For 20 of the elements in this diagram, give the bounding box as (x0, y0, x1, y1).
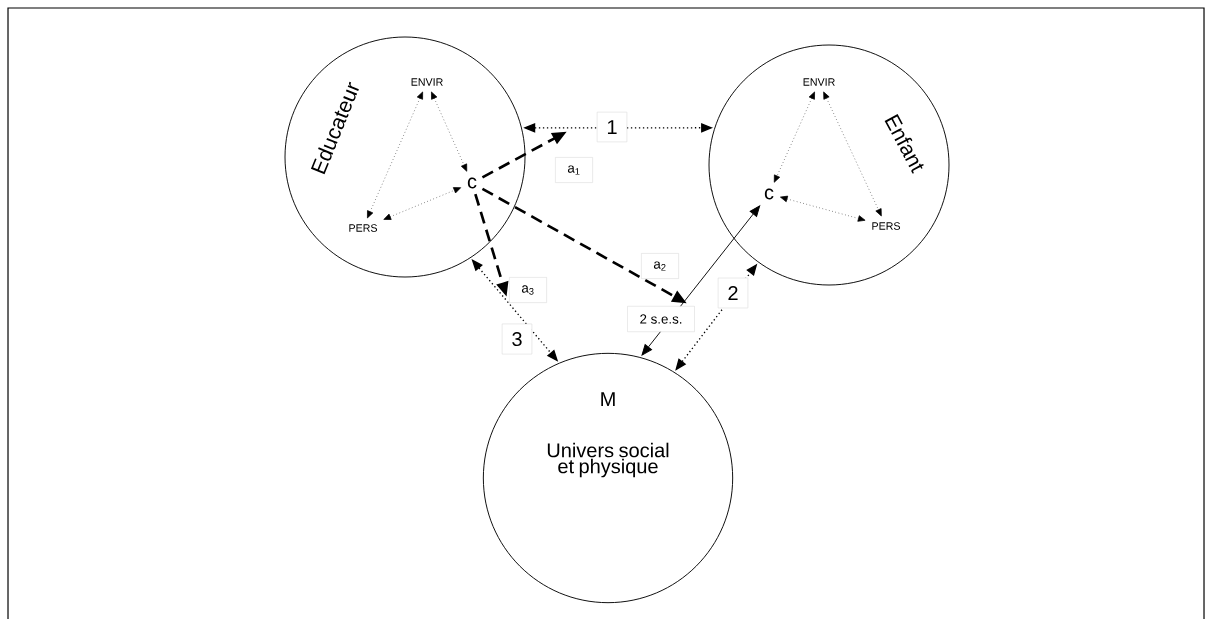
arrow (780, 195, 866, 222)
edge-label: a$_{2}$ (641, 253, 679, 279)
edge-label: 3 (501, 323, 533, 355)
node-label: PERS (872, 222, 901, 230)
edge-label: 1 (596, 111, 628, 143)
node-label: c (467, 177, 477, 189)
arrow (823, 91, 882, 217)
node-label: c (764, 188, 774, 200)
edge-label: a$_{3}$ (509, 277, 547, 303)
edge-label: 2 (717, 277, 749, 309)
arrow (641, 205, 761, 356)
node-label: PERS (349, 224, 378, 232)
node-label: ENVIR (803, 78, 835, 86)
arrow (383, 187, 462, 220)
arrow (431, 91, 468, 172)
edge-label: 2 s.e.s. (627, 306, 695, 332)
arrow (367, 91, 423, 219)
edge-label: a$_{1}$ (555, 157, 593, 183)
arrow (773, 91, 815, 183)
node-label: ENVIR (411, 78, 443, 86)
